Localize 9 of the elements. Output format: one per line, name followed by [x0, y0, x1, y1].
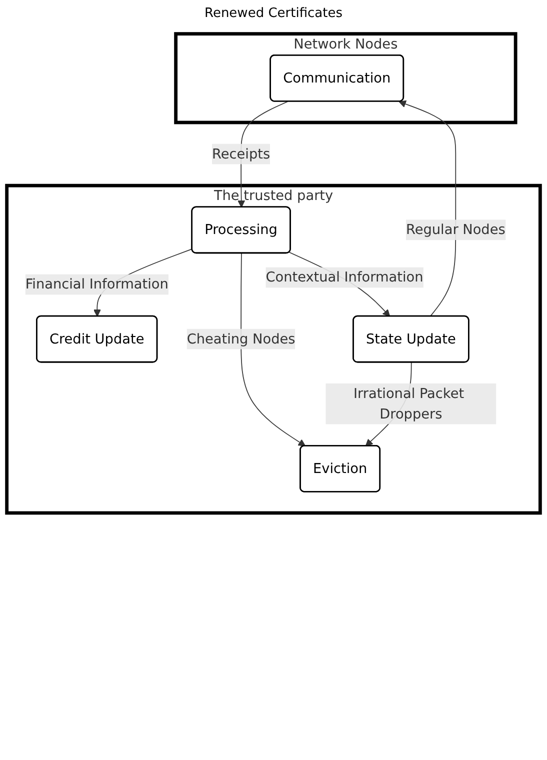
edge-label: Contextual Information [266, 268, 424, 286]
edge-label: Regular Nodes [406, 221, 506, 238]
edge-label: Irrational Packet Droppers [353, 385, 464, 422]
arrow [240, 252, 306, 446]
note-text: Renewed Certificates [204, 6, 342, 21]
arrow [398, 100, 456, 317]
edge-label: Cheating Nodes [186, 330, 296, 347]
edge-label: Financial Information [25, 276, 168, 292]
edge-label: Receipts [212, 146, 270, 162]
